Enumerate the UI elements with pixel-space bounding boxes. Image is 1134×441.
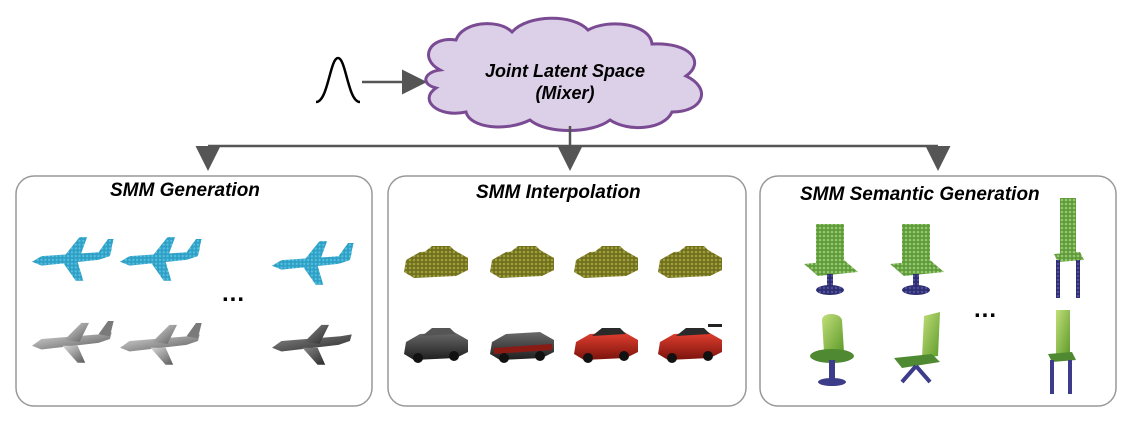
panel-semantic-generation bbox=[759, 175, 1117, 407]
chair-voxel-3 bbox=[1054, 198, 1084, 298]
car-mesh-2 bbox=[490, 332, 554, 363]
chair-mesh-1 bbox=[810, 314, 854, 386]
latent-space-line1: Joint Latent Space bbox=[484, 61, 646, 81]
generation-ellipsis: ... bbox=[222, 280, 246, 307]
latent-space-cloud bbox=[424, 16, 703, 132]
chair-mesh-2 bbox=[894, 312, 940, 384]
car-mesh-3 bbox=[574, 328, 638, 363]
semantic-ellipsis: ... bbox=[974, 296, 998, 323]
gaussian-icon bbox=[315, 56, 361, 104]
airplane-mesh-3 bbox=[272, 324, 352, 365]
latent-space-label: Joint Latent Space (Mixer) bbox=[455, 60, 675, 104]
panel-title-semantic-generation: SMM Semantic Generation bbox=[800, 184, 1040, 205]
car-mesh-4 bbox=[658, 324, 722, 363]
panel-generation bbox=[15, 175, 373, 407]
panel-interpolation bbox=[387, 175, 747, 407]
chair-mesh-3 bbox=[1048, 310, 1076, 394]
branch-connector bbox=[195, 126, 951, 171]
car-mesh-1 bbox=[404, 328, 468, 363]
latent-space-line2: (Mixer) bbox=[535, 83, 595, 103]
panel-title-interpolation: SMM Interpolation bbox=[476, 182, 641, 203]
panel-title-generation: SMM Generation bbox=[110, 180, 260, 201]
